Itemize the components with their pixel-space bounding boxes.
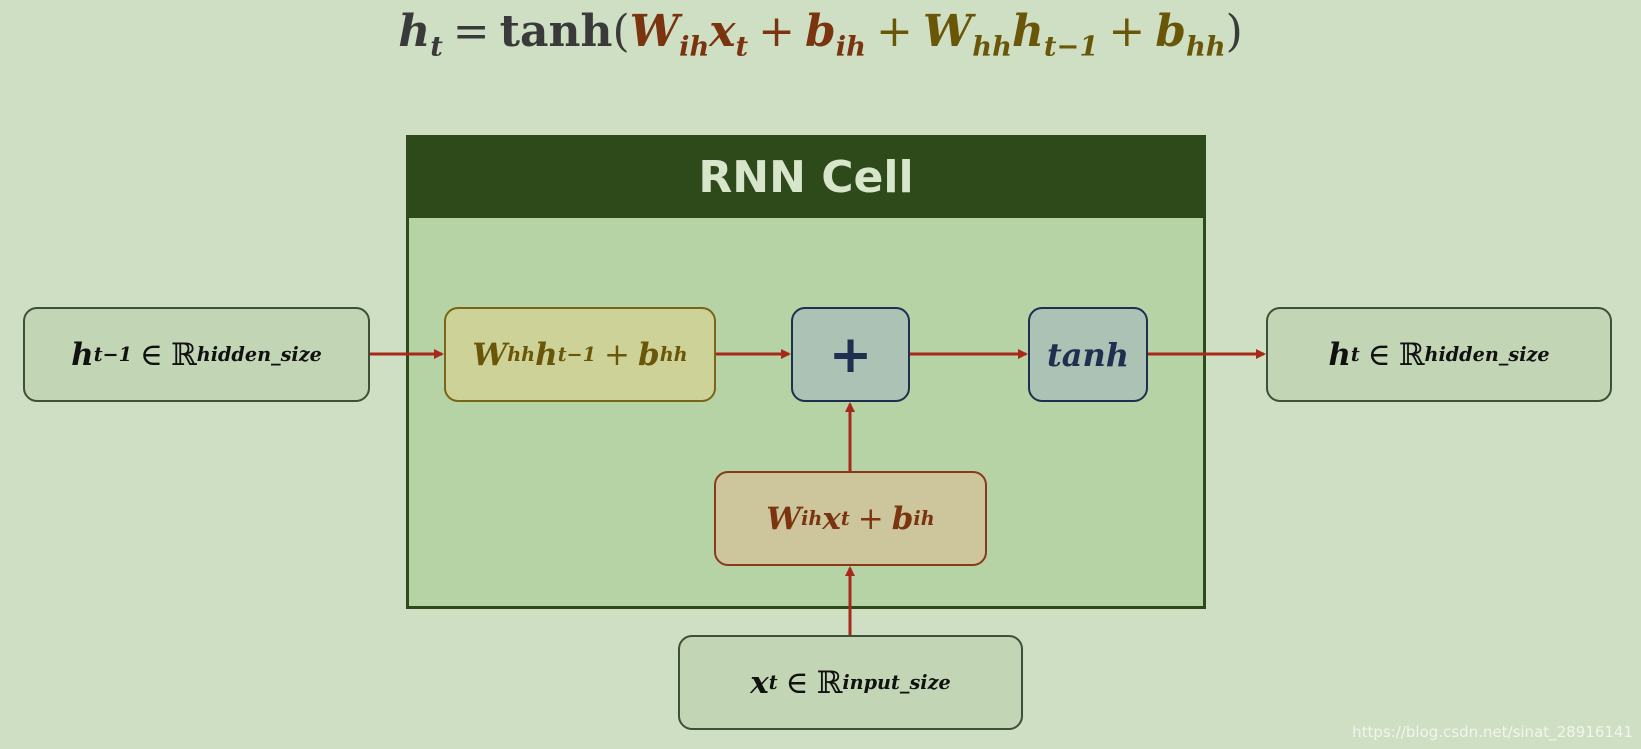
- hh-plus: +: [604, 336, 630, 373]
- eq-close-paren: ): [1225, 6, 1243, 57]
- eq-plus-2: +: [875, 6, 913, 57]
- hh-h: h: [535, 336, 558, 373]
- eq-open-paren: (: [612, 6, 630, 57]
- eq-plus-3: +: [1108, 6, 1146, 57]
- ih-x: x: [822, 500, 841, 537]
- input-hidden-var: h: [71, 336, 94, 373]
- tanh-activation: tanh: [1028, 307, 1148, 402]
- output-hidden-dim: hidden_size: [1424, 343, 1550, 366]
- eq-w-ih: W: [629, 6, 680, 57]
- hh-b: b: [638, 336, 660, 373]
- eq-plus-1: +: [758, 6, 795, 57]
- eq-w-hh-sub: hh: [972, 30, 1012, 63]
- eq-tanh: tanh: [499, 6, 613, 57]
- input-hidden-dim: hidden_size: [196, 343, 322, 366]
- hh-h-sub: t−1: [557, 343, 597, 366]
- eq-equals: =: [452, 6, 490, 57]
- watermark: https://blog.csdn.net/sinat_28916141: [1352, 723, 1633, 741]
- eq-w-hh: W: [922, 6, 973, 57]
- ih-w: W: [766, 500, 802, 537]
- rnn-cell-title: RNN Cell: [409, 138, 1203, 218]
- add-operator: +: [791, 307, 910, 402]
- eq-b-hh-sub: hh: [1185, 30, 1226, 63]
- input-x-dim: input_size: [842, 671, 951, 694]
- eq-lhs-sub: t: [430, 30, 443, 63]
- hh-w-sub: hh: [507, 343, 536, 366]
- hh-b-sub: hh: [659, 343, 688, 366]
- eq-h-prev: h: [1011, 6, 1044, 57]
- input-hidden-sub: t−1: [93, 343, 133, 366]
- input-x-sub: t: [768, 671, 778, 694]
- input-hidden-space: ℝ: [170, 336, 197, 373]
- hh-w: W: [472, 336, 508, 373]
- output-hidden-in: ∈: [1367, 336, 1391, 373]
- rnn-equation: ht=tanh(Wihxt+bih+Whhht−1+bhh): [0, 6, 1641, 63]
- eq-b-hh: b: [1155, 6, 1186, 57]
- eq-b-ih: b: [805, 6, 836, 57]
- input-x-space: ℝ: [816, 664, 843, 701]
- ih-w-sub: ih: [801, 507, 823, 530]
- eq-h-prev-sub: t−1: [1043, 30, 1099, 63]
- ih-b-sub: ih: [913, 507, 935, 530]
- ih-b: b: [891, 500, 914, 537]
- eq-x: x: [709, 6, 736, 57]
- eq-lhs: h: [398, 6, 431, 57]
- eq-w-ih-sub: ih: [679, 30, 710, 63]
- input-hidden-in: ∈: [140, 336, 163, 373]
- output-hidden-space: ℝ: [1398, 336, 1425, 373]
- output-hidden-sub: t: [1350, 343, 1360, 366]
- eq-b-ih-sub: ih: [835, 30, 866, 63]
- input-x-in: ∈: [785, 664, 809, 701]
- input-x-var: x: [750, 664, 769, 701]
- output-hidden-var: h: [1328, 336, 1351, 373]
- eq-x-sub: t: [735, 30, 749, 63]
- ih-plus: +: [857, 500, 884, 537]
- ih-x-sub: t: [840, 507, 850, 530]
